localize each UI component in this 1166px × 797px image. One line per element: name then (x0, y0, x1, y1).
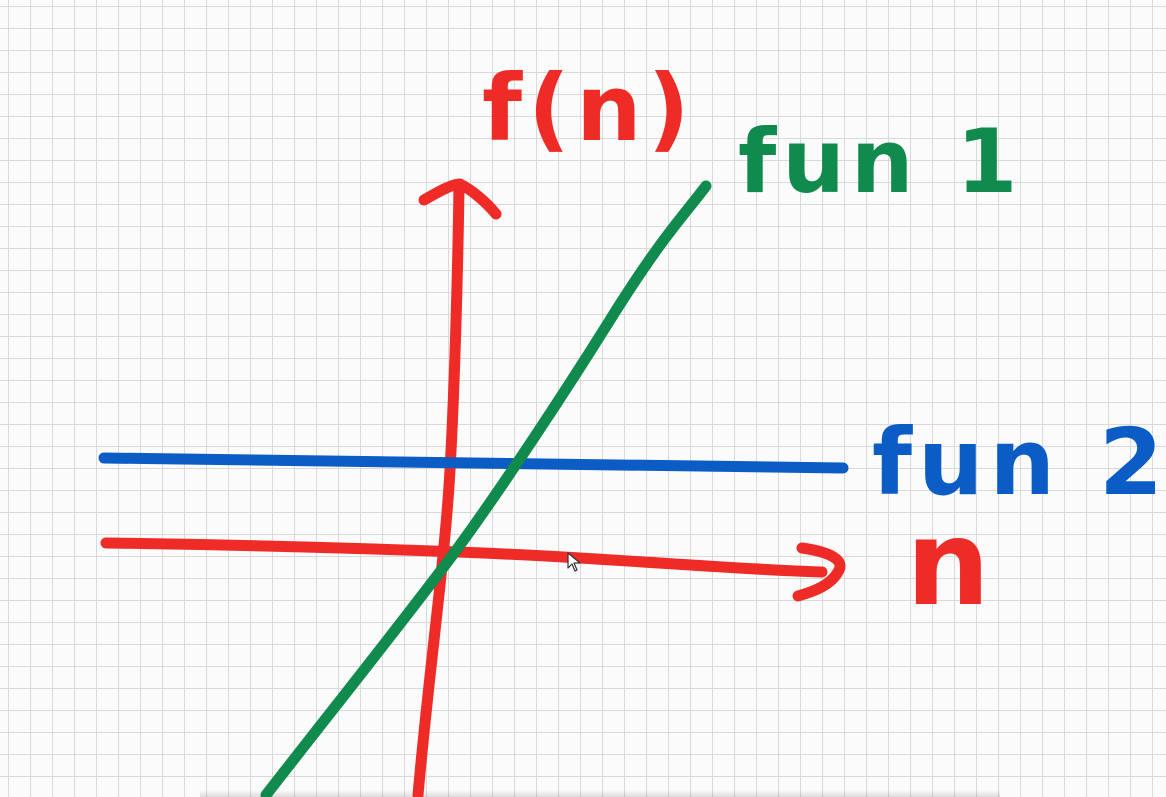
series-line-fun-1 (260, 180, 712, 797)
y-axis-line (412, 180, 465, 797)
scroll-shadow (200, 790, 1000, 797)
x-axis-label: n (906, 494, 996, 632)
x-axis-line (100, 537, 828, 578)
series-line-fun-2 (98, 452, 849, 474)
y-axis-arrowhead (418, 178, 502, 220)
series-label-fun-1: fun 1 (738, 110, 1023, 213)
mouse-cursor-icon (567, 552, 581, 572)
series-label-fun-2: fun 2 (872, 409, 1166, 516)
y-axis-label: f(n) (482, 55, 696, 162)
x-axis-arrowhead (792, 542, 846, 602)
